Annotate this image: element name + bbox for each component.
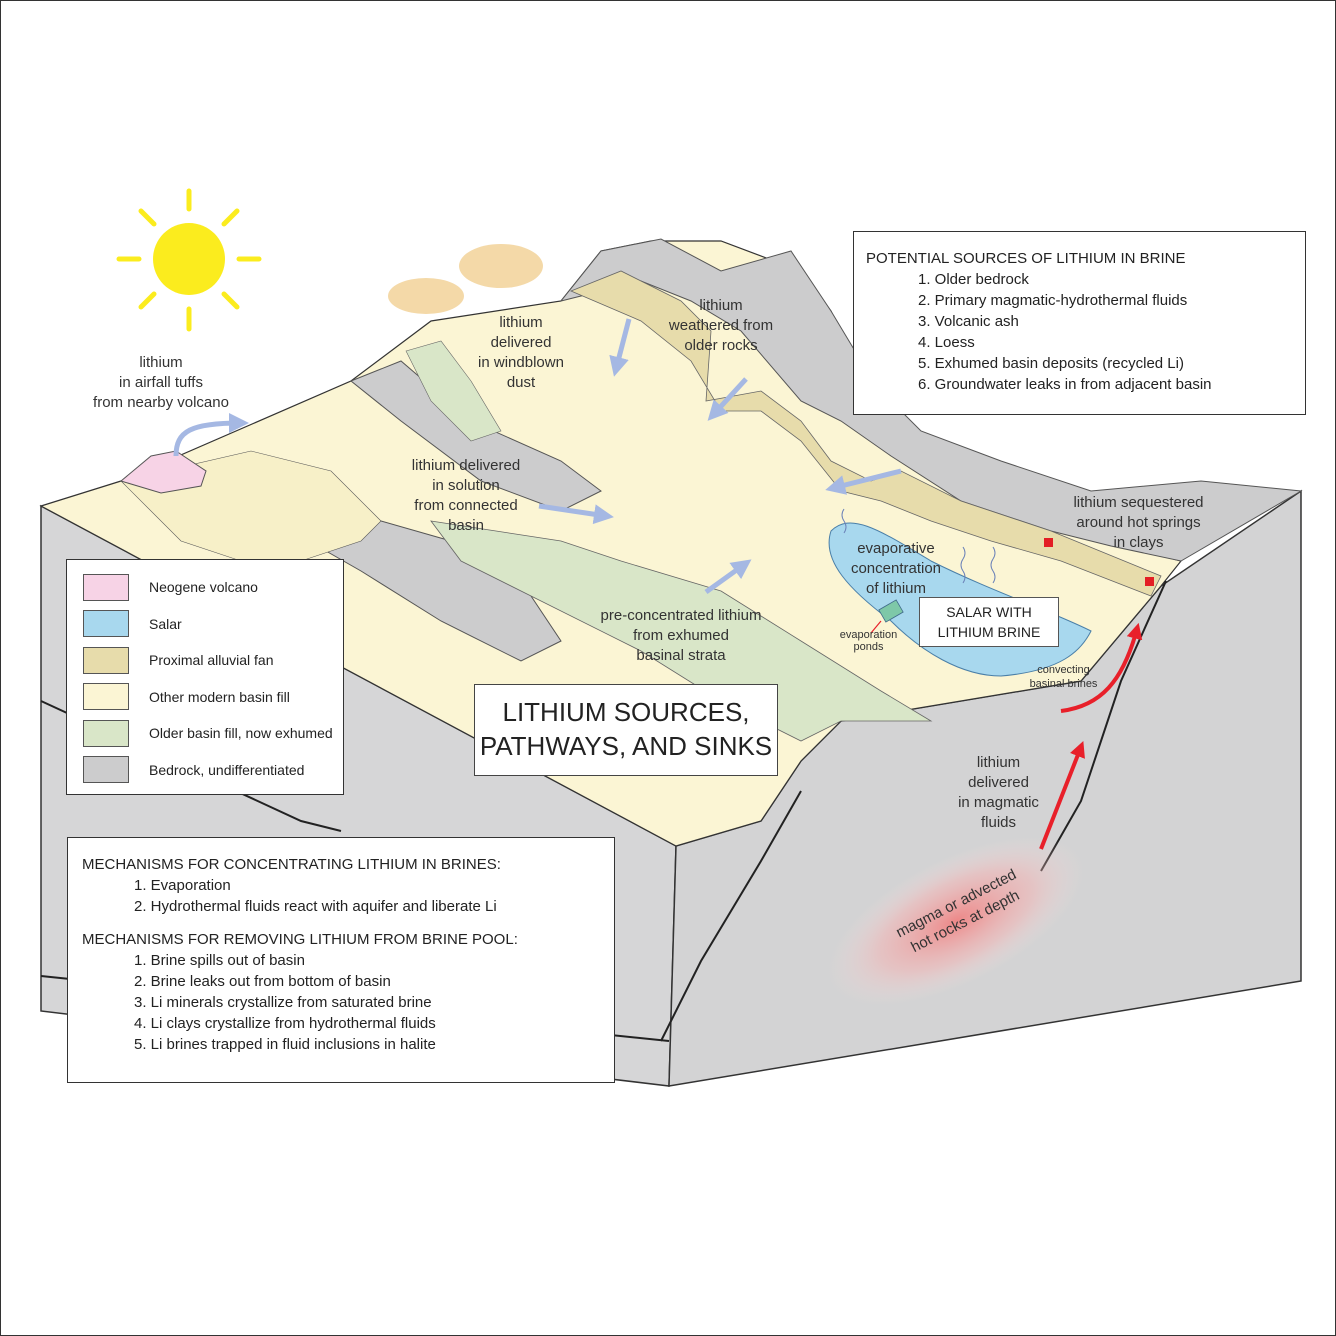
fault-line-right	[1040, 580, 1167, 872]
alluvial-fan-back	[569, 270, 1162, 597]
concentrating-heading: MECHANISMS FOR CONCENTRATING LITHIUM IN …	[82, 856, 501, 873]
source-item: 6. Groundwater leaks in from adjacent ba…	[918, 376, 1212, 393]
source-item: 4. Loess	[918, 334, 975, 351]
removing-list: 1. Brine spills out of basin 2. Brine le…	[82, 950, 602, 1055]
legend-item-alluvial-fan: Proximal alluvial fan	[67, 642, 343, 679]
label-sequestered: lithium sequestered around hot springs i…	[1073, 494, 1204, 551]
concentrating-item: 1. Evaporation	[134, 877, 231, 894]
concentrating-item: 2. Hydrothermal fluids react with aquife…	[134, 898, 497, 915]
sources-list: 1. Older bedrock 2. Primary magmatic-hyd…	[866, 269, 1293, 395]
label-solution: lithium delivered in solution from conne…	[411, 457, 521, 534]
magma-heat-zone	[828, 836, 1084, 1006]
flow-arrows-blue	[173, 318, 902, 595]
source-item: 3. Volcanic ash	[918, 313, 1019, 330]
legend-label: Proximal alluvial fan	[149, 652, 274, 669]
mechanisms-box: MECHANISMS FOR CONCENTRATING LITHIUM IN …	[67, 837, 615, 1083]
legend-swatch	[83, 610, 129, 638]
legend-label: Neogene volcano	[149, 579, 258, 596]
legend-swatch	[83, 646, 129, 674]
diagram-title: LITHIUM SOURCES, PATHWAYS, AND SINKS	[474, 684, 778, 776]
legend-item-basin-fill: Other modern basin fill	[67, 679, 343, 716]
exhumed-strip-upper	[405, 340, 502, 442]
legend-label: Older basin fill, now exhumed	[149, 725, 333, 742]
hot-spring-marker	[1145, 577, 1154, 586]
removing-item: 3. Li minerals crystallize from saturate…	[134, 994, 432, 1011]
label-evaporation-ponds: evaporation ponds	[839, 629, 898, 653]
evaporation-ponds-icon	[870, 599, 904, 634]
legend-swatch	[83, 719, 129, 747]
fault-line-left	[660, 790, 802, 1042]
legend-item-exhumed: Older basin fill, now exhumed	[67, 715, 343, 752]
removing-item: 2. Brine leaks out from bottom of basin	[134, 973, 391, 990]
sources-box: POTENTIAL SOURCES OF LITHIUM IN BRINE 1.…	[853, 231, 1306, 415]
dust-cloud-icon	[388, 244, 543, 314]
label-preconcentrated: pre-concentrated lithium from exhumed ba…	[600, 607, 762, 664]
label-evaporative: evaporative concentration of lithium	[850, 540, 942, 597]
flow-arrows-red	[1039, 622, 1143, 850]
removing-item: 5. Li brines trapped in fluid inclusions…	[134, 1036, 436, 1053]
label-windblown: lithium delivered in windblown dust	[478, 314, 564, 391]
exhumed-basin-fill	[430, 520, 933, 742]
vapor-squiggles	[841, 508, 996, 584]
removing-item: 1. Brine spills out of basin	[134, 952, 305, 969]
label-convecting: convecting basinal brines	[1029, 664, 1098, 690]
source-item: 1. Older bedrock	[918, 271, 1029, 288]
legend: Neogene volcano Salar Proximal alluvial …	[66, 559, 344, 795]
legend-swatch	[83, 573, 129, 601]
legend-label: Other modern basin fill	[149, 688, 290, 705]
legend-item-salar: Salar	[67, 606, 343, 643]
legend-swatch	[83, 683, 129, 711]
label-airfall: lithium in airfall tuffs from nearby vol…	[93, 354, 229, 411]
hot-spring-marker	[1044, 538, 1053, 547]
removing-heading: MECHANISMS FOR REMOVING LITHIUM FROM BRI…	[82, 931, 518, 948]
legend-item-bedrock: Bedrock, undifferentiated	[67, 752, 343, 789]
legend-item-volcano: Neogene volcano	[67, 569, 343, 606]
sun-icon	[116, 188, 262, 332]
sources-heading: POTENTIAL SOURCES OF LITHIUM IN BRINE	[866, 250, 1186, 267]
label-weathered: lithium weathered from older rocks	[668, 297, 774, 354]
legend-swatch	[83, 756, 129, 784]
bedrock-mountains	[559, 238, 1303, 562]
source-item: 5. Exhumed basin deposits (recycled Li)	[918, 355, 1184, 372]
source-item: 2. Primary magmatic-hydrothermal fluids	[918, 292, 1188, 309]
concentrating-list: 1. Evaporation 2. Hydrothermal fluids re…	[82, 875, 602, 917]
legend-label: Bedrock, undifferentiated	[149, 761, 305, 778]
neogene-volcano	[119, 450, 207, 494]
removing-item: 4. Li clays crystallize from hydrotherma…	[134, 1015, 436, 1032]
salar-callout: SALAR WITH LITHIUM BRINE	[919, 597, 1059, 647]
legend-label: Salar	[149, 615, 182, 632]
label-magmatic: lithium delivered in magmatic fluids	[958, 754, 1039, 831]
